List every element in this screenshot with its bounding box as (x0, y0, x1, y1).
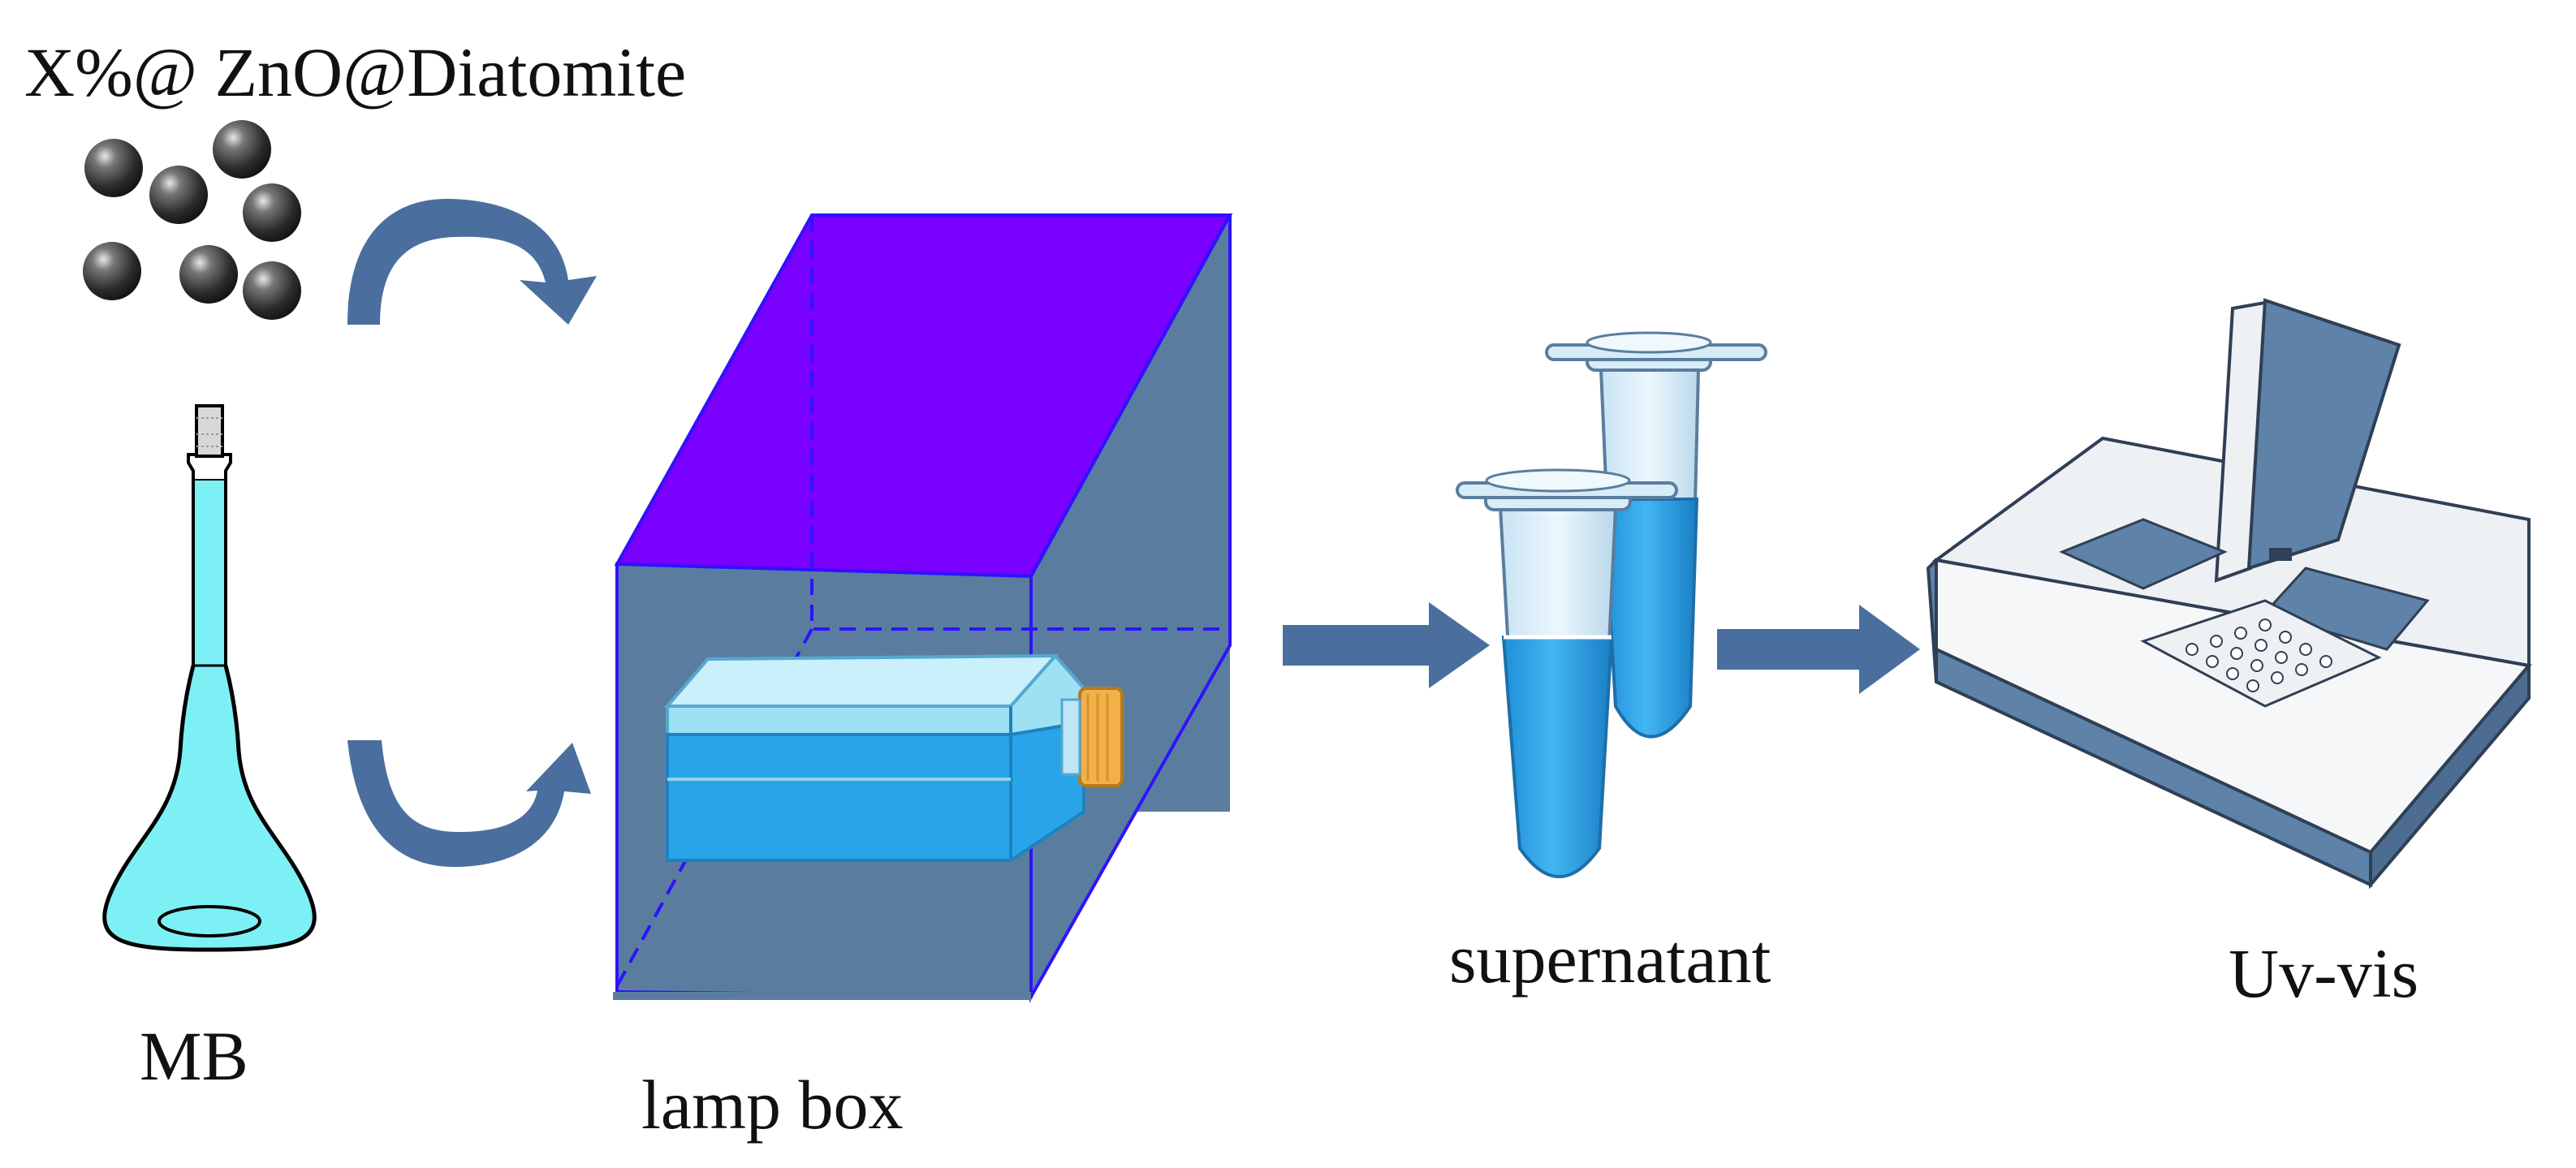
lamp-box (613, 213, 1233, 1003)
centrifuge-tube-icon (1545, 331, 1767, 739)
reactor-label: lamp box (641, 1066, 903, 1144)
sphere-icon (213, 120, 271, 179)
sphere-icon (243, 261, 301, 320)
sphere-icon (179, 245, 238, 304)
catalyst-label: X%@ ZnO@Diatomite (24, 33, 686, 111)
plate-reader-icon (1926, 298, 2532, 890)
sphere-icon (83, 242, 141, 300)
sphere-icon (84, 139, 143, 197)
instrument-label: Uv-vis (2229, 934, 2419, 1012)
dye-label: MB (140, 1017, 248, 1095)
sphere-icon (243, 183, 301, 242)
straight-arrow-icon (1717, 605, 1920, 694)
straight-arrow-icon (1283, 602, 1490, 688)
sphere-icon (149, 166, 208, 224)
volumetric-flask-icon (102, 404, 317, 952)
culture-flask-icon (663, 653, 1124, 862)
sample-label: supernatant (1449, 920, 1771, 998)
curved-arrow-icon (347, 740, 591, 868)
centrifuge-tube-icon (1456, 468, 1678, 878)
curved-arrow-icon (347, 199, 597, 325)
catalyst-spheres (83, 120, 301, 320)
